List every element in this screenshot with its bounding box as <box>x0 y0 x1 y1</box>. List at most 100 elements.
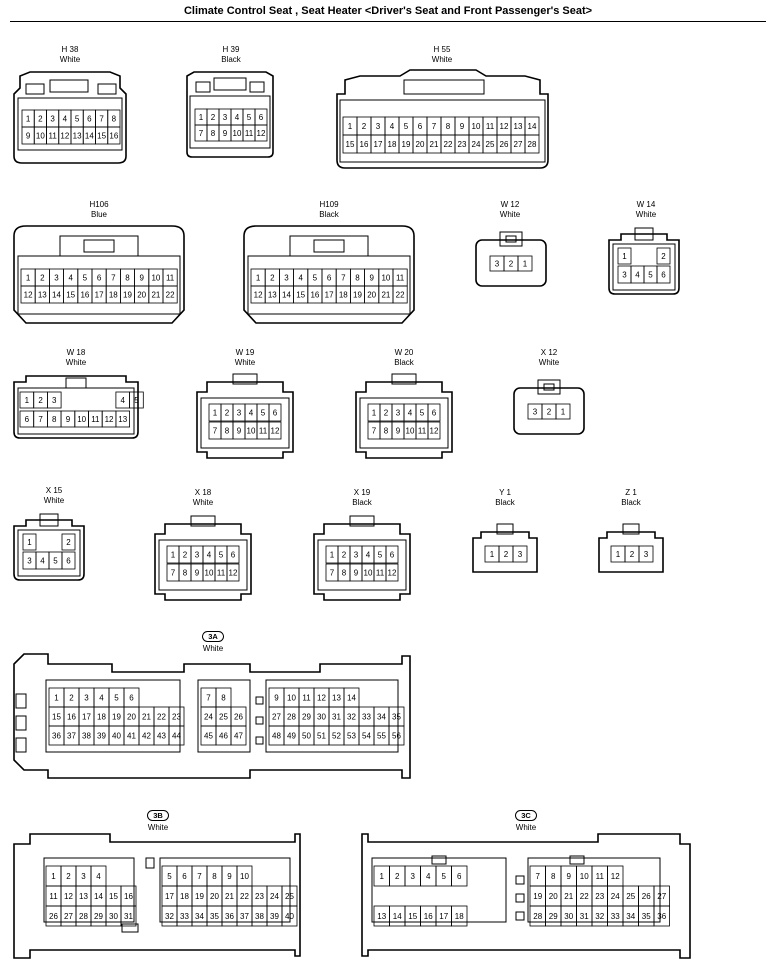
pin-number: 2 <box>661 252 666 261</box>
pin-cell <box>268 421 282 440</box>
pin-number: 2 <box>270 274 275 283</box>
pin-number: 42 <box>142 732 151 741</box>
pin-number: 21 <box>151 291 160 300</box>
pin-number: 2 <box>69 694 74 703</box>
pin-number: 2 <box>362 122 367 131</box>
pin-number: 11 <box>259 427 268 436</box>
pin-number: 11 <box>91 415 100 424</box>
pin-number: 3 <box>27 557 32 566</box>
pin-number: 6 <box>97 274 102 283</box>
connector-color: White <box>538 358 560 367</box>
pin-number: 54 <box>362 732 371 741</box>
pin-number: 12 <box>64 892 73 901</box>
connector-housing <box>13 833 301 959</box>
pin-number: 17 <box>82 713 91 722</box>
pin-number: 2 <box>66 538 71 547</box>
pin-number: 12 <box>24 291 33 300</box>
pin-number: 9 <box>223 129 228 138</box>
pin-number: 21 <box>225 892 234 901</box>
pin-number: 6 <box>418 122 423 131</box>
connector-body <box>339 99 546 163</box>
pin-number: 6 <box>25 415 30 424</box>
pin-number: 21 <box>381 291 390 300</box>
pin-cell <box>129 391 144 409</box>
lock-tab <box>391 373 417 385</box>
lock-latch <box>505 235 517 243</box>
pin-number: 13 <box>73 132 82 141</box>
lock-tab <box>499 231 523 247</box>
pin-cell <box>524 134 540 154</box>
pin-number: 15 <box>97 132 106 141</box>
pin-number: 23 <box>458 140 467 149</box>
pin-number: 7 <box>171 569 176 578</box>
pin-number: 12 <box>388 569 397 578</box>
pin-number: 23 <box>172 713 181 722</box>
pin-number: 19 <box>195 892 204 901</box>
pin-number: 8 <box>112 115 117 124</box>
latch <box>25 83 45 95</box>
pin-number: 8 <box>225 427 230 436</box>
pin-number: 14 <box>94 892 103 901</box>
pin-number: 5 <box>114 694 119 703</box>
pin-cell <box>653 905 670 927</box>
connector-color: White <box>147 823 169 832</box>
pin-number: 2 <box>384 409 389 418</box>
pin-cell <box>427 421 441 440</box>
connector-housing <box>313 523 411 601</box>
pin-number: 1 <box>372 409 377 418</box>
pin-number: 3 <box>237 409 242 418</box>
page-title: Climate Control Seat , Seat Heater <Driv… <box>183 5 593 17</box>
pin-number: 12 <box>60 132 69 141</box>
pin-number: 9 <box>274 694 279 703</box>
pin-cell <box>512 545 528 563</box>
connector-housing <box>196 381 294 459</box>
pin-number: 24 <box>204 713 213 722</box>
pin-number: 12 <box>254 291 263 300</box>
pin-cell <box>656 247 671 265</box>
pin-number: 10 <box>472 122 481 131</box>
pin-number: 30 <box>317 713 326 722</box>
lock-latch <box>543 383 555 391</box>
connector-color: Black <box>495 498 515 507</box>
pin-number: 27 <box>514 140 523 149</box>
pin-number: 4 <box>249 409 254 418</box>
connector-id: X 15 <box>45 486 63 495</box>
lock-tab <box>403 79 485 95</box>
pin-number: 1 <box>561 408 566 417</box>
key-square <box>515 875 525 885</box>
pin-number: 18 <box>339 291 348 300</box>
pin-number: 6 <box>661 271 666 280</box>
pin-number: 20 <box>549 892 558 901</box>
lock-tab <box>622 523 640 535</box>
pin-number: 10 <box>381 274 390 283</box>
pin-number: 7 <box>432 122 437 131</box>
pin-number: 35 <box>642 912 651 921</box>
pin-cell <box>392 285 408 304</box>
connector-id-badge: 3B <box>147 810 169 821</box>
pin-number: 1 <box>380 872 385 881</box>
connector-id: X 19 <box>353 488 371 497</box>
pin-number: 25 <box>285 892 294 901</box>
pin-number: 1 <box>622 252 627 261</box>
pin-number: 15 <box>109 892 118 901</box>
block-frame <box>265 679 399 753</box>
pin-cell <box>517 255 533 272</box>
pin-number: 9 <box>460 122 465 131</box>
pin-number: 23 <box>595 892 604 901</box>
pin-number: 24 <box>611 892 620 901</box>
pin-number: 3 <box>644 550 649 559</box>
pin-number: 4 <box>408 409 413 418</box>
pin-number: 25 <box>626 892 635 901</box>
pin-number: 8 <box>551 872 556 881</box>
pin-number: 17 <box>439 912 448 921</box>
pin-number: 2 <box>342 551 347 560</box>
connector-body <box>200 397 290 449</box>
block-frame <box>197 679 251 753</box>
